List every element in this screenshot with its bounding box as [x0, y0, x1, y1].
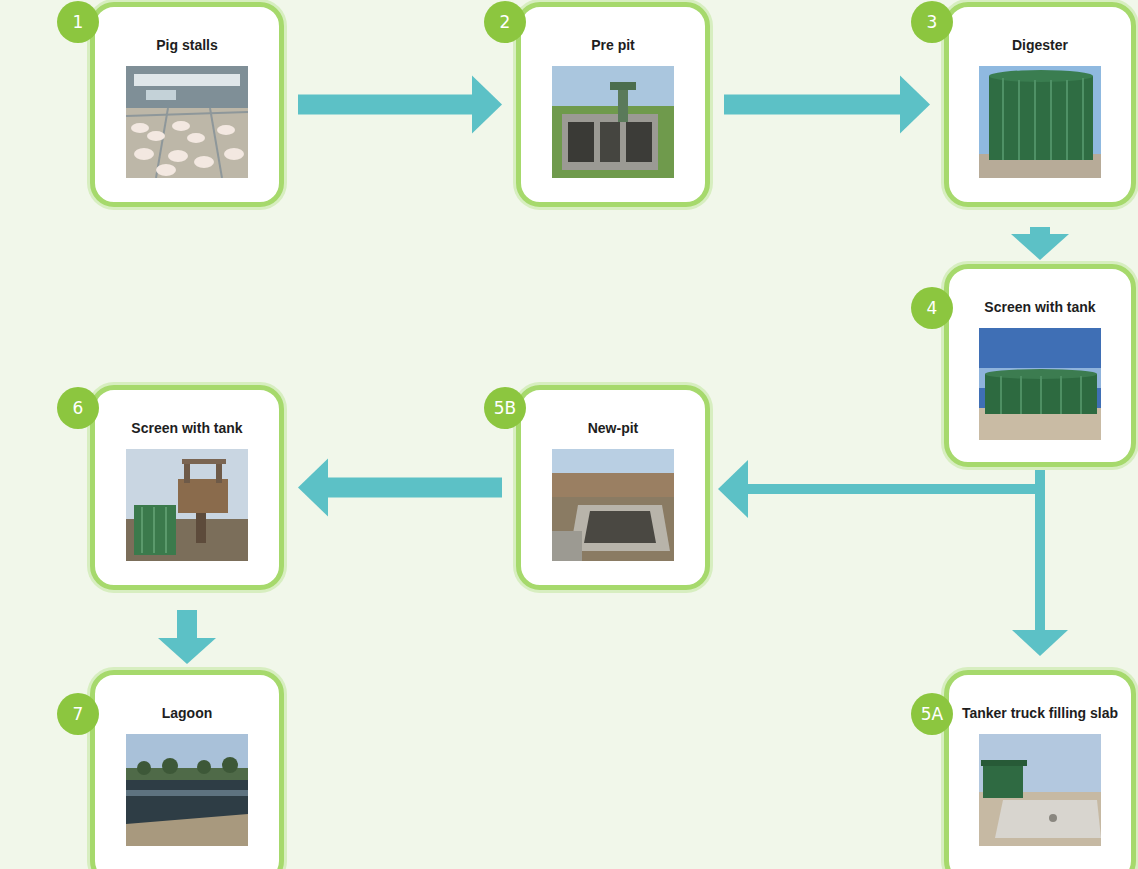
arrow-head	[900, 76, 930, 134]
flow-arrow	[298, 76, 502, 134]
arrow-shaft	[724, 95, 901, 115]
callout-number: 6	[73, 398, 84, 418]
callout-circle: 5A	[911, 693, 953, 735]
process-box: Pre pit	[516, 2, 710, 207]
photo-illustration	[979, 328, 1101, 440]
arrow-head	[1012, 630, 1068, 656]
flow-arrow	[724, 76, 930, 134]
process-box: Screen with tank	[90, 385, 284, 590]
arrow-shaft	[177, 610, 197, 639]
callout-number: 2	[500, 12, 511, 32]
box-title: Tanker truck filling slab	[954, 705, 1126, 722]
photo-illustration	[552, 66, 674, 178]
flow-arrow	[298, 459, 502, 517]
callout-number: 3	[927, 12, 938, 32]
process-box: Pig stalls	[90, 2, 284, 207]
arrow-shaft	[298, 95, 473, 115]
process-box: Digester	[944, 2, 1136, 207]
arrow-shaft	[1030, 227, 1050, 235]
callout-circle: 7	[57, 693, 99, 735]
callout-circle: 4	[911, 287, 953, 329]
box-title: New-pit	[580, 420, 647, 437]
process-box: New-pit	[516, 385, 710, 590]
flow-arrow	[1012, 467, 1068, 656]
photo-illustration	[126, 734, 248, 846]
arrow-head	[1011, 234, 1069, 260]
box-title: Screen with tank	[123, 420, 250, 437]
callout-number: 5B	[494, 398, 516, 418]
box-title: Pig stalls	[148, 37, 225, 54]
photo-illustration	[552, 449, 674, 561]
arrow-head	[158, 638, 216, 664]
box-title: Screen with tank	[976, 299, 1103, 316]
callout-number: 5A	[921, 704, 943, 724]
arrow-head	[298, 459, 328, 517]
process-box: Lagoon	[90, 670, 284, 869]
flow-arrow	[1011, 227, 1069, 260]
callout-circle: 2	[484, 1, 526, 43]
callout-circle: 6	[57, 387, 99, 429]
process-box: Tanker truck filling slab	[944, 670, 1136, 869]
arrow-head	[472, 76, 502, 134]
callout-circle: 5B	[484, 387, 526, 429]
callout-circle: 1	[57, 1, 99, 43]
photo-illustration	[979, 734, 1101, 846]
callout-number: 1	[73, 12, 84, 32]
photo-illustration	[126, 449, 248, 561]
box-title: Digester	[1004, 37, 1076, 54]
photo-illustration	[979, 66, 1101, 178]
box-title: Pre pit	[583, 37, 643, 54]
callout-circle: 3	[911, 1, 953, 43]
callout-number: 4	[927, 298, 938, 318]
process-box: Screen with tank	[944, 264, 1136, 467]
arrow-shaft	[327, 478, 502, 498]
box-title: Lagoon	[154, 705, 221, 722]
photo-illustration	[126, 66, 248, 178]
arrow-head	[718, 460, 748, 518]
flow-arrow	[158, 610, 216, 664]
callout-number: 7	[73, 704, 84, 724]
arrow-shaft	[747, 467, 1040, 489]
flow-arrow	[718, 460, 1040, 518]
